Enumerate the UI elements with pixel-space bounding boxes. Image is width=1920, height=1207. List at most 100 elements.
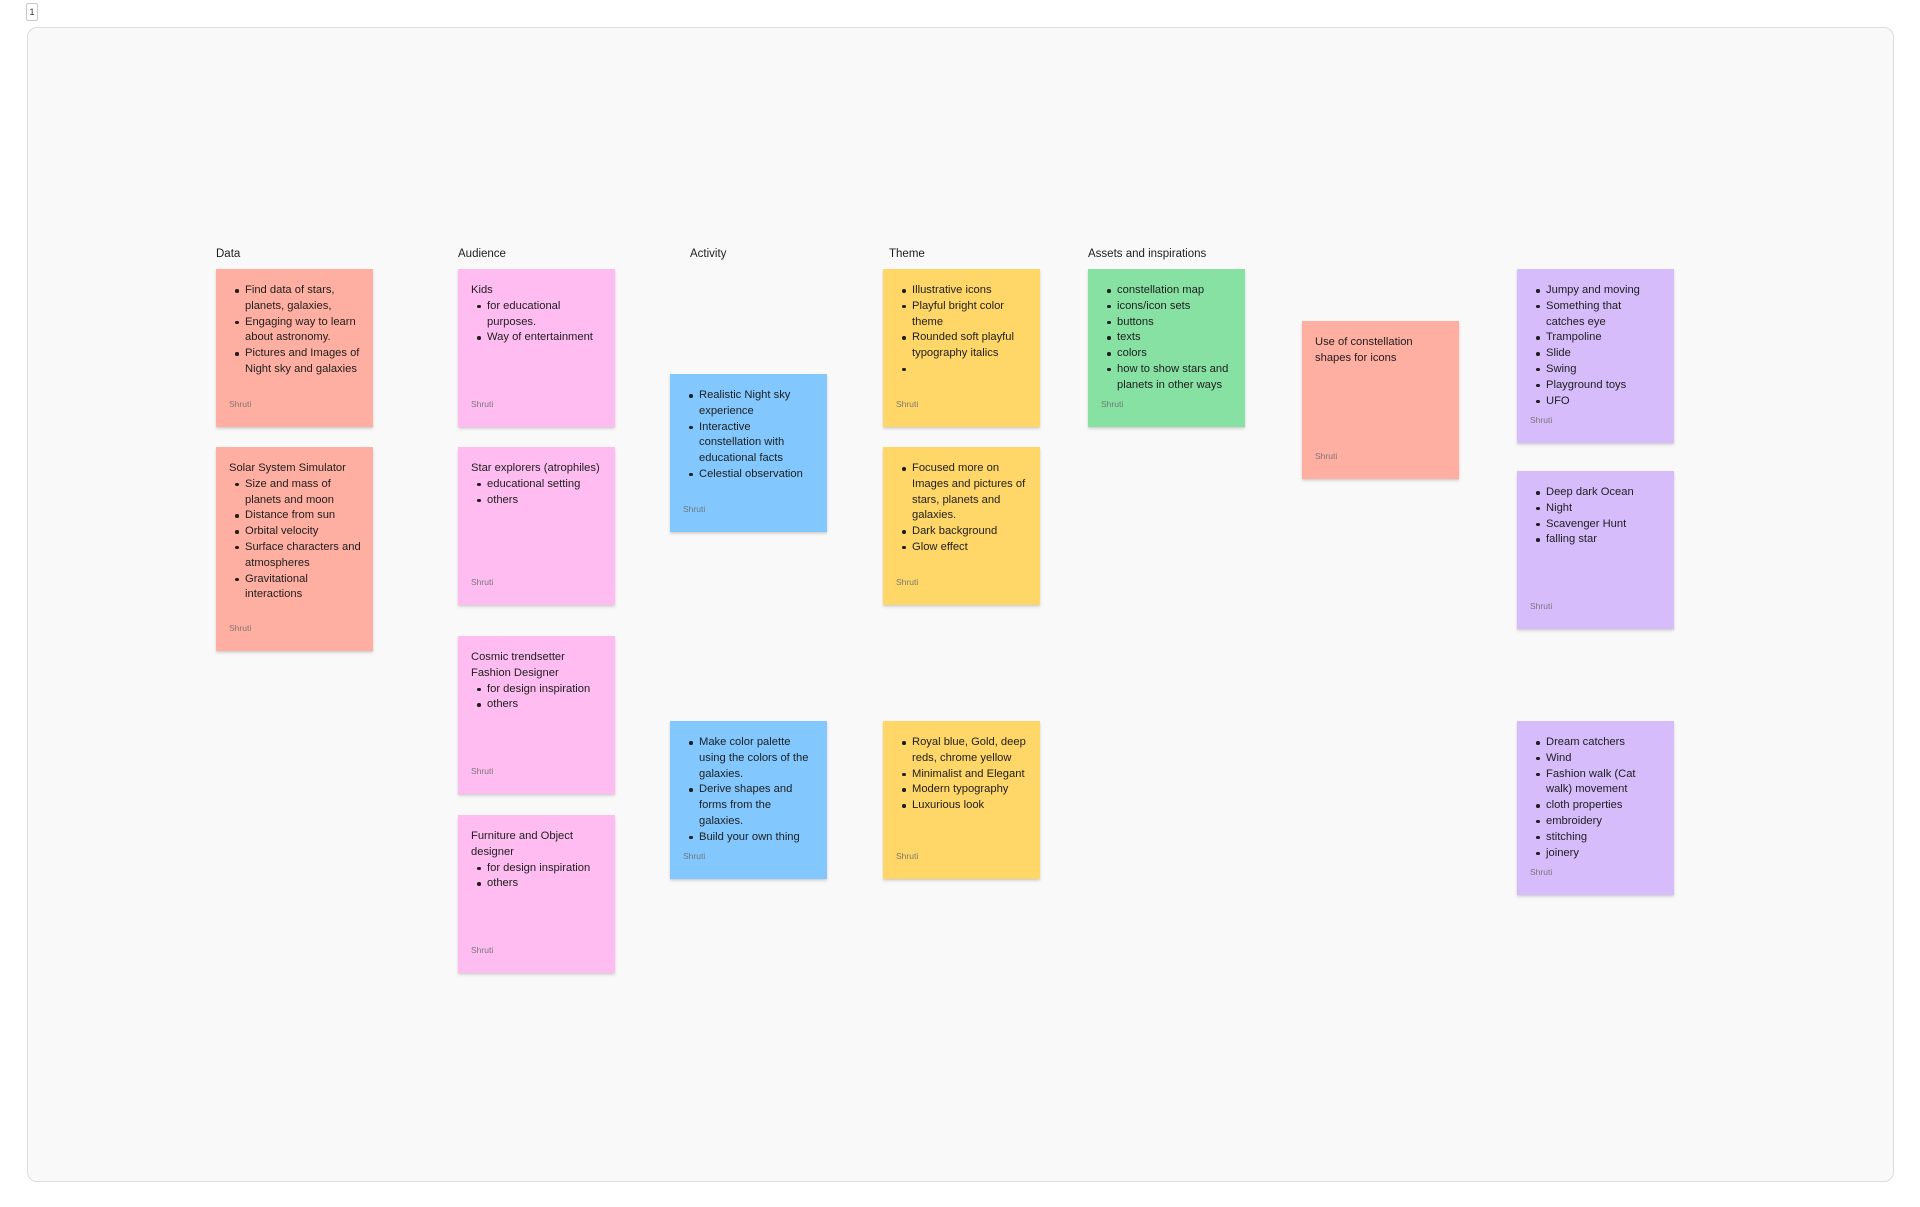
- sticky-note-list: Focused more on Images and pictures of s…: [896, 461, 1028, 556]
- sticky-note-list-item: Slide: [1536, 346, 1662, 362]
- sticky-note-list-item: buttons: [1107, 315, 1233, 331]
- sticky-note-list-item: for design inspiration: [477, 861, 603, 877]
- sticky-note-list-item: Celestial observation: [689, 467, 815, 483]
- sticky-note[interactable]: Star explorers (atrophiles) educational s…: [458, 447, 615, 605]
- sticky-note-list-item: Something that catches eye: [1536, 299, 1662, 331]
- sticky-note-author: Shruti: [1530, 867, 1553, 878]
- sticky-note-list-item: Size and mass of planets and moon: [235, 477, 361, 509]
- sticky-note-title: Solar System Simulator: [229, 462, 346, 474]
- sticky-note-list-item: Trampoline: [1536, 330, 1662, 346]
- sticky-note-list-item: Playground toys: [1536, 378, 1662, 394]
- sticky-note-list-item: Minimalist and Elegant: [902, 767, 1028, 783]
- sticky-note-list-item: Wind: [1536, 751, 1662, 767]
- sticky-note-list-item: for design inspiration: [477, 682, 603, 698]
- sticky-note-author: Shruti: [471, 399, 494, 410]
- sticky-note-title: Star explorers (atrophiles): [471, 462, 600, 474]
- sticky-note-list-item: Swing: [1536, 362, 1662, 378]
- sticky-note-list-item: Distance from sun: [235, 508, 361, 524]
- sticky-note-list-item: Illustrative icons: [902, 283, 1028, 299]
- page-number-badge[interactable]: 1: [26, 3, 38, 21]
- sticky-note-author: Shruti: [683, 851, 706, 862]
- sticky-note-list: Make color palette using the colors of t…: [683, 735, 815, 846]
- sticky-note-author: Shruti: [1315, 451, 1338, 462]
- sticky-note-list-item: embroidery: [1536, 814, 1662, 830]
- sticky-note-list-item: cloth properties: [1536, 798, 1662, 814]
- sticky-note-list-item: Interactive constellation with education…: [689, 420, 815, 467]
- sticky-note-title: Use of constellation shapes for icons: [1315, 336, 1413, 364]
- sticky-note-list-item: Scavenger Hunt: [1536, 517, 1662, 533]
- sticky-note-title: Kids: [471, 284, 493, 296]
- sticky-note-list-item: Find data of stars, planets, galaxies,: [235, 283, 361, 315]
- sticky-note[interactable]: Make color palette using the colors of t…: [670, 721, 827, 879]
- sticky-note-list-item: Glow effect: [902, 540, 1028, 556]
- column-label-activity: Activity: [690, 248, 727, 260]
- sticky-note-list-item: Derive shapes and forms from the galaxie…: [689, 782, 815, 829]
- sticky-note-list-item: Playful bright color theme: [902, 299, 1028, 331]
- sticky-note-list-item: others: [477, 876, 603, 892]
- sticky-note-list-item: Build your own thing: [689, 830, 815, 846]
- sticky-note-author: Shruti: [471, 766, 494, 777]
- sticky-note-list-item: Deep dark Ocean: [1536, 485, 1662, 501]
- sticky-note-list-item: how to show stars and planets in other w…: [1107, 362, 1233, 394]
- sticky-note-list-item: icons/icon sets: [1107, 299, 1233, 315]
- column-label-data: Data: [216, 248, 241, 260]
- sticky-note-author: Shruti: [471, 945, 494, 956]
- sticky-note-list-item: falling star: [1536, 532, 1662, 548]
- sticky-note-list-item: Dream catchers: [1536, 735, 1662, 751]
- sticky-note-author: Shruti: [1530, 415, 1553, 426]
- sticky-note-list: for educational purposes.Way of entertai…: [471, 299, 603, 346]
- sticky-note-author: Shruti: [1101, 399, 1124, 410]
- sticky-note-list-item: Surface characters and atmospheres: [235, 540, 361, 572]
- sticky-note-author: Shruti: [683, 504, 706, 515]
- sticky-note[interactable]: Royal blue, Gold, deep reds, chrome yell…: [883, 721, 1040, 879]
- sticky-note-author: Shruti: [471, 577, 494, 588]
- column-label-theme: Theme: [889, 248, 925, 260]
- sticky-note-list-item: Luxurious look: [902, 798, 1028, 814]
- sticky-note-list-item: Dark background: [902, 524, 1028, 540]
- sticky-note-list-item: Orbital velocity: [235, 524, 361, 540]
- sticky-note-list-item: Fashion walk (Cat walk) movement: [1536, 767, 1662, 799]
- sticky-note-list-item: UFO: [1536, 394, 1662, 410]
- sticky-note-list-item: Modern typography: [902, 782, 1028, 798]
- sticky-note-list-item: educational setting: [477, 477, 603, 493]
- sticky-note-list-item: Focused more on Images and pictures of s…: [902, 461, 1028, 524]
- whiteboard-canvas[interactable]: Data Audience Activity Theme Assets and …: [27, 27, 1894, 1182]
- sticky-note-list-item: Make color palette using the colors of t…: [689, 735, 815, 782]
- sticky-note-list-item: stitching: [1536, 830, 1662, 846]
- sticky-note-list-item: Royal blue, Gold, deep reds, chrome yell…: [902, 735, 1028, 767]
- sticky-note-list-item: Rounded soft playful typography italics: [902, 330, 1028, 362]
- sticky-note-list-item: Engaging way to learn about astronomy.: [235, 315, 361, 347]
- sticky-note-list-item: texts: [1107, 330, 1233, 346]
- sticky-note-list-item: constellation map: [1107, 283, 1233, 299]
- column-label-audience: Audience: [458, 248, 506, 260]
- sticky-note[interactable]: Kids for educational purposes.Way of ente…: [458, 269, 615, 427]
- sticky-note-author: Shruti: [896, 399, 919, 410]
- sticky-note-author: Shruti: [896, 851, 919, 862]
- column-label-assets: Assets and inspirations: [1088, 248, 1207, 260]
- sticky-note-list-item: others: [477, 493, 603, 509]
- sticky-note-list: Royal blue, Gold, deep reds, chrome yell…: [896, 735, 1028, 814]
- sticky-note[interactable]: Focused more on Images and pictures of s…: [883, 447, 1040, 605]
- sticky-note-author: Shruti: [229, 623, 252, 634]
- sticky-note-list: Find data of stars, planets, galaxies,En…: [229, 283, 361, 378]
- sticky-note-list-item: Way of entertainment: [477, 330, 603, 346]
- sticky-note[interactable]: Find data of stars, planets, galaxies,En…: [216, 269, 373, 427]
- sticky-note-list-item: Realistic Night sky experience: [689, 388, 815, 420]
